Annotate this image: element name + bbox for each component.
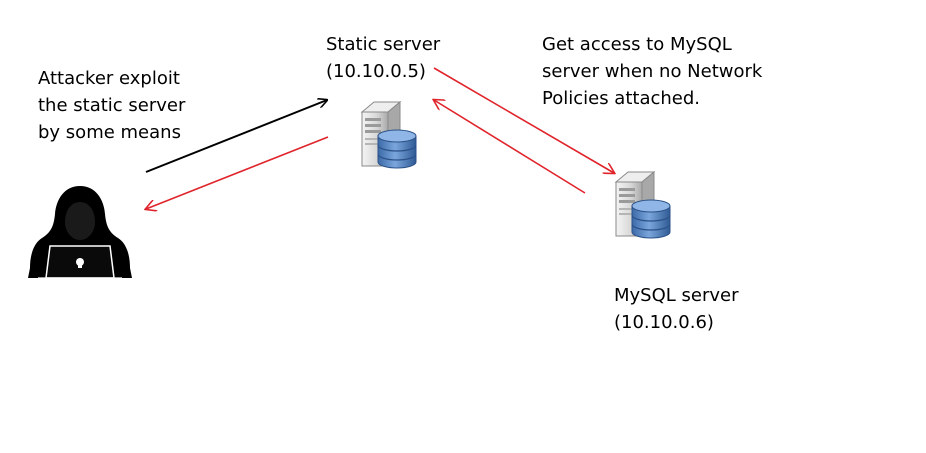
hooded-hacker-icon: [28, 186, 132, 279]
mysql-server-label: MySQL server (10.10.0.6): [614, 282, 739, 336]
access-note-line: Get access to MySQL: [542, 34, 732, 55]
access-note-label: Get access to MySQL server when no Netwo…: [542, 31, 762, 112]
server-database-icon: [361, 101, 417, 169]
return-to-attacker-arrow: [146, 136, 329, 209]
attacker-label-line: the static server: [38, 95, 186, 116]
static-server-name: Static server: [326, 34, 441, 55]
access-note-line: server when no Network: [542, 61, 763, 82]
mysql-to-static-arrow: [434, 100, 586, 194]
static-server-ip: (10.10.0.5): [326, 61, 426, 82]
attacker-label-line: Attacker exploit: [38, 68, 180, 89]
static-to-mysql-arrow: [433, 67, 614, 173]
attacker-label: Attacker exploit the static server by so…: [38, 65, 185, 146]
exploit-arrow: [145, 100, 327, 173]
attacker-label-line: by some means: [38, 122, 181, 143]
mysql-server-ip: (10.10.0.6): [614, 312, 714, 333]
access-note-line: Policies attached.: [542, 88, 701, 109]
server-database-icon: [615, 171, 671, 239]
static-server-label: Static server (10.10.0.5): [326, 31, 440, 85]
mysql-server-name: MySQL server: [614, 285, 739, 306]
